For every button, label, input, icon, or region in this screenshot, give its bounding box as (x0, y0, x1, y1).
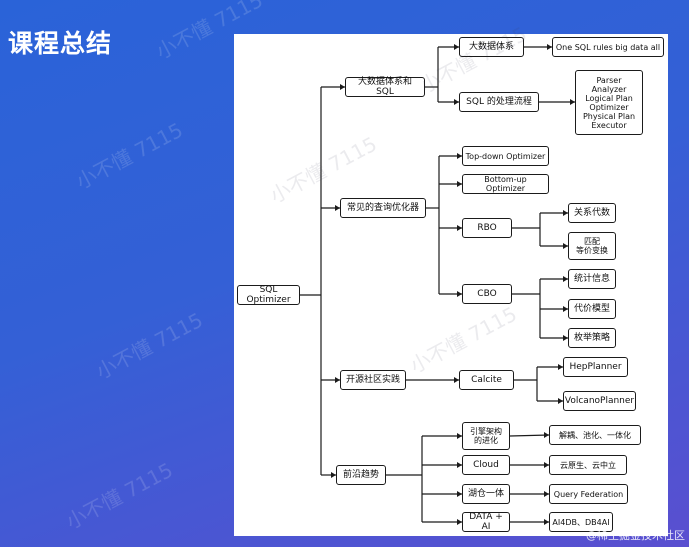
arrow-head (457, 491, 462, 497)
sub-node: Cloud (462, 455, 510, 475)
sub-node: 引擎架构 的进化 (462, 422, 510, 450)
leaf-node: AI4DB、DB4AI (549, 512, 613, 532)
leaf-node: 统计信息 (568, 269, 616, 289)
arrow-head (457, 291, 462, 297)
sub-node: Calcite (459, 370, 514, 390)
arrow-head (558, 398, 563, 404)
arrow-head (544, 519, 549, 525)
leaf-node: VolcanoPlanner (563, 391, 636, 411)
leaf-node: 匹配 等价变换 (568, 232, 616, 260)
leaf-node: Query Federation (549, 484, 628, 504)
leaf-node: 云原生、云中立 (549, 455, 627, 475)
watermark: 小不懂 7115 (71, 117, 187, 194)
sub-node: DATA + AI (462, 512, 510, 532)
branch-node: 前沿趋势 (336, 465, 386, 485)
arrow-head (457, 519, 462, 525)
arrow-head (544, 491, 549, 497)
arrow-head (454, 99, 459, 105)
arrow-head (563, 306, 568, 312)
arrow-head (563, 335, 568, 341)
arrow-head (457, 462, 462, 468)
leaf-node: One SQL rules big data all (552, 37, 664, 57)
leaf-node: HepPlanner (563, 357, 628, 377)
connector-line (509, 434, 550, 437)
sub-node: Top-down Optimizer (462, 146, 549, 166)
arrow-head (454, 44, 459, 50)
branch-node: 常见的查询优化器 (340, 198, 426, 218)
arrow-head (544, 462, 549, 468)
mindmap-panel: SQL Optimizer 大数据体系和 SQL 大数据体系 SQL 的处理流程 One… (234, 22, 668, 536)
arrow-head (558, 364, 563, 370)
root-node: SQL Optimizer (237, 285, 300, 305)
arrow-head (335, 205, 340, 211)
connector-lines (300, 44, 575, 525)
arrow-head (335, 377, 340, 383)
leaf-node: 解耦、池化、一体化 (549, 425, 641, 445)
sub-node: SQL 的处理流程 (459, 92, 539, 112)
sub-node: CBO (462, 284, 512, 304)
footer-watermark: @稀土掘金技术社区 (586, 529, 685, 542)
branch-node: 大数据体系和 SQL (345, 77, 425, 97)
sub-node: Bottom-up Optimizer (462, 174, 549, 194)
arrow-head (547, 44, 552, 50)
arrow-head (544, 432, 549, 438)
arrow-head (457, 181, 462, 187)
watermark: 小不懂 7115 (61, 457, 177, 534)
arrow-head (570, 99, 575, 105)
slide-title: 课程总结 (8, 29, 113, 58)
leaf-node: Parser Analyzer Logical Plan Optimizer P… (575, 70, 643, 135)
leaf-node: 关系代数 (568, 203, 616, 223)
arrow-head (340, 84, 345, 90)
leaf-node: 枚举策略 (568, 328, 616, 348)
branch-node: 开源社区实践 (340, 370, 406, 390)
arrow-head (454, 377, 459, 383)
arrow-head (331, 472, 336, 478)
sub-node: 湖仓一体 (462, 484, 510, 504)
arrow-head (563, 276, 568, 282)
arrow-head (457, 433, 462, 439)
arrow-head (563, 210, 568, 216)
sub-node: 大数据体系 (459, 37, 524, 57)
leaf-node: 代价模型 (568, 299, 616, 319)
sub-node: RBO (462, 218, 512, 238)
arrow-head (457, 153, 462, 159)
watermark: 小不懂 7115 (91, 307, 207, 384)
arrow-head (563, 243, 568, 249)
arrow-head (457, 225, 462, 231)
